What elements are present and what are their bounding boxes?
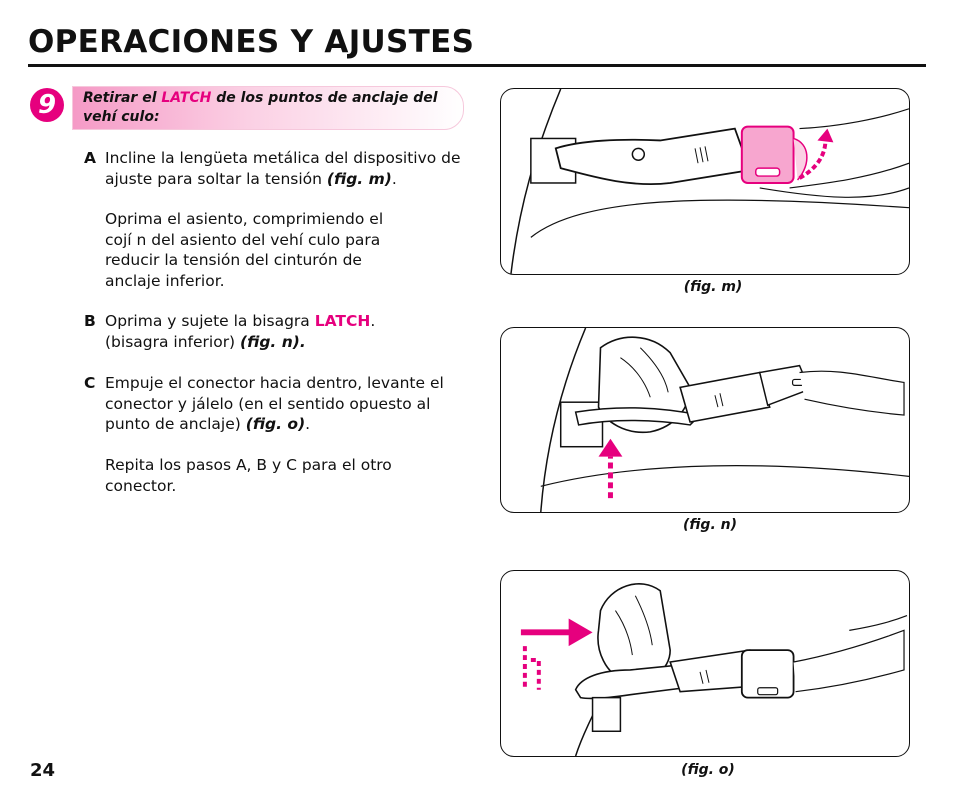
title-rule [28, 64, 926, 67]
step-header-text: Retirar el [83, 90, 162, 106]
step-number-badge: 9 [30, 88, 64, 122]
instruction-c-note-text: Repita los pasos A, B y C para el otro c… [105, 456, 392, 495]
figure-reference: (fig. o) [245, 415, 306, 434]
latch-adjuster-illustration [510, 89, 909, 274]
latch-release-illustration [520, 583, 908, 756]
figure-o-caption: (fig. o) [681, 762, 735, 778]
instruction-c-line: Empuje el conector hacia dentro, levante… [105, 374, 444, 434]
latch-brand: LATCH [314, 312, 371, 330]
instruction-a-note-text: Oprima el asiento, comprimiendo el cojí … [105, 210, 384, 290]
figure-reference: (fig. n). [240, 332, 306, 351]
latch-hinge-illustration [540, 328, 909, 512]
instruction-a-line: Incline la lengüeta metálica del disposi… [105, 149, 461, 188]
figure-m-illustration [500, 88, 910, 275]
page-number: 24 [30, 760, 56, 781]
page-title: OPERACIONES Y AJUSTES [28, 24, 475, 60]
step-header: Retirar el LATCH de los puntos de anclaj… [72, 86, 464, 130]
step-header-text-end: de los puntos de anclaje del vehí culo: [83, 90, 438, 125]
instruction-b-text: Oprima y sujete la bisagra LATCH. (bisag… [105, 311, 405, 352]
figure-reference: (fig. m) [326, 169, 392, 188]
instruction-letter: B [84, 312, 96, 330]
instruction-letter: A [84, 149, 96, 167]
instruction-c-text: Empuje el conector hacia dentro, levante… [105, 373, 465, 435]
sentence-end: . [391, 169, 397, 188]
step-header-brand: LATCH [161, 90, 212, 106]
instruction-b-line: Oprima y sujete la bisagra [105, 312, 315, 330]
figure-n-caption: (fig. n) [683, 517, 737, 533]
figure-o-illustration [500, 570, 910, 757]
instruction-a-text: Incline la lengüeta metálica del disposi… [105, 148, 463, 189]
figure-m-caption: (fig. m) [683, 279, 743, 295]
figure-n-illustration [500, 327, 910, 513]
instruction-b-line-end: . (bisagra inferior) [105, 312, 376, 351]
instruction-letter: C [84, 374, 96, 392]
sentence-end: . [305, 415, 311, 434]
